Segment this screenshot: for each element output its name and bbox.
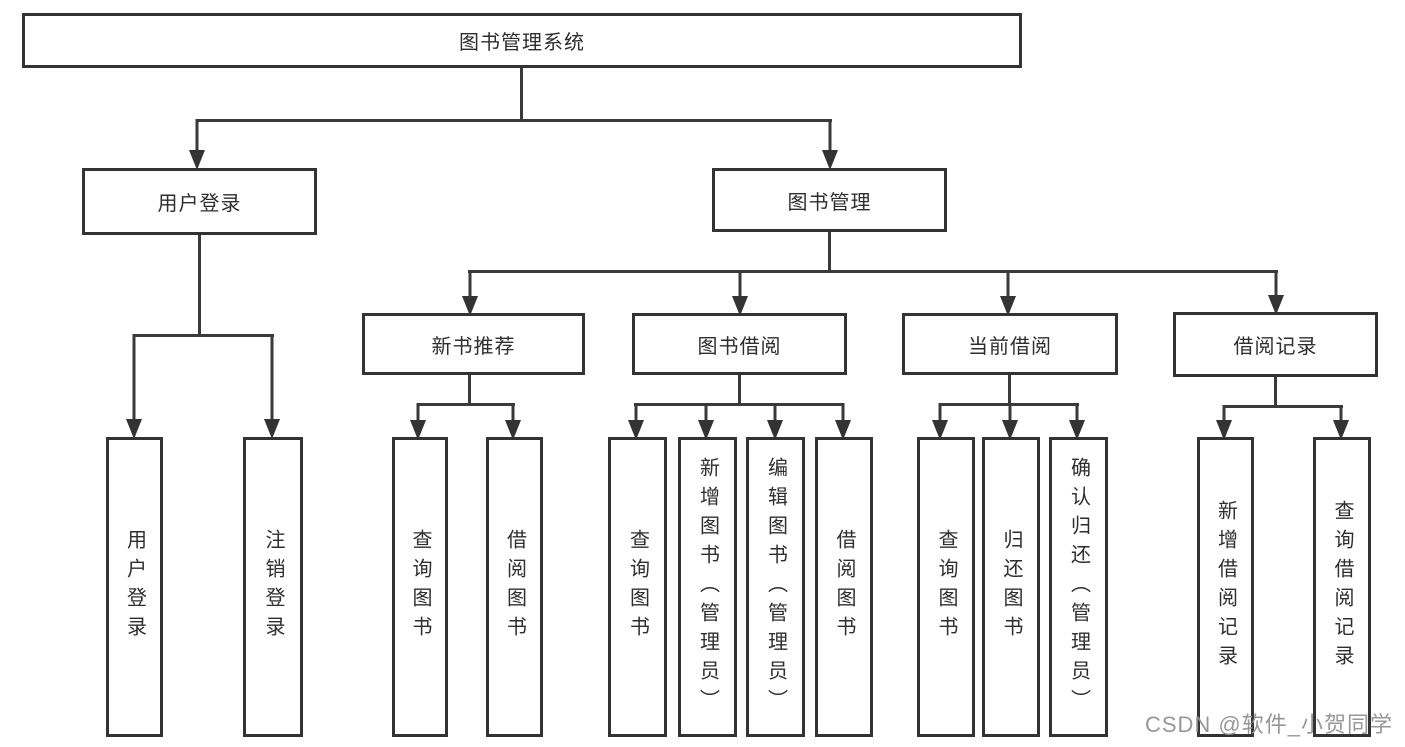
node-label: 新书推荐	[431, 335, 516, 358]
leaf-label: 归还图书	[1000, 529, 1022, 645]
node-book-borrowing: 图书借阅	[632, 313, 847, 375]
node-label: 图书借阅	[697, 335, 782, 358]
leaf-confirm-return-admin: 确认归还（管理员）	[1049, 437, 1108, 737]
connector-records-rail	[1223, 405, 1343, 408]
leaf-label: 借阅图书	[833, 529, 855, 645]
leaf-label: 查询图书	[409, 529, 431, 645]
leaf-label: 新增借阅记录	[1214, 500, 1237, 674]
node-new-book-recommendation: 新书推荐	[362, 313, 585, 375]
arrow-to-leaf-return-books	[1002, 403, 1018, 440]
leaf-label: 用户登录	[123, 529, 146, 645]
node-label: 用户登录	[157, 193, 242, 215]
connector-borrowing-rail	[634, 403, 844, 406]
node-current-borrowing: 当前借阅	[902, 313, 1118, 375]
connector-login-stem	[198, 235, 201, 336]
leaf-label: 借阅图书	[503, 529, 526, 645]
leaf-label: 编辑图书（管理员）	[764, 456, 787, 718]
arrow-to-leaf-query-books-recommend	[410, 403, 426, 440]
leaf-edit-books-admin: 编辑图书（管理员）	[746, 437, 805, 737]
arrow-to-book-management	[822, 119, 838, 170]
connector-current-stem	[1008, 375, 1011, 406]
leaf-add-books-admin: 新增图书（管理员）	[678, 437, 737, 737]
arrow-to-leaf-query-borrow-record	[1333, 405, 1349, 440]
leaf-label: 新增图书（管理员）	[696, 456, 719, 718]
leaf-label: 查询借阅记录	[1331, 500, 1353, 674]
csdn-watermark: CSDN @软件_小贺同学	[1144, 712, 1393, 737]
node-book-management: 图书管理	[712, 168, 947, 232]
connector-root-rail	[196, 119, 832, 122]
arrow-to-leaf-query-books-borrowing	[628, 403, 644, 440]
arrow-to-leaf-borrow-books-recommend	[505, 403, 521, 440]
node-label: 图书管理	[787, 191, 872, 214]
arrow-to-leaf-borrow-books-borrowing	[835, 403, 851, 440]
leaf-label: 查询图书	[935, 529, 957, 645]
arrow-to-leaf-confirm-return	[1069, 403, 1085, 440]
leaf-query-books-borrowing: 查询图书	[608, 437, 667, 737]
leaf-query-books-current: 查询图书	[917, 437, 975, 737]
arrow-to-leaf-edit-books	[767, 403, 783, 440]
connector-borrowing-stem	[738, 375, 741, 406]
node-library-management-system: 图书管理系统	[22, 13, 1022, 68]
leaf-label: 确认归还（管理员）	[1067, 456, 1090, 718]
node-label: 借阅记录	[1233, 336, 1318, 358]
arrow-to-user-login	[189, 119, 205, 170]
leaf-query-books-recommend: 查询图书	[392, 437, 448, 737]
connector-management-stem	[828, 232, 831, 273]
node-label: 当前借阅	[968, 335, 1052, 358]
arrow-to-leaf-add-borrow-record	[1216, 405, 1232, 440]
node-user-login: 用户登录	[82, 168, 317, 235]
leaf-label: 注销登录	[262, 529, 284, 645]
arrow-to-new-book-recommendation	[462, 270, 478, 316]
connector-management-rail	[468, 270, 1278, 273]
arrow-to-leaf-add-books	[698, 403, 714, 440]
arrow-to-leaf-logout	[264, 334, 280, 439]
arrow-to-borrowing-records	[1268, 270, 1284, 315]
arrow-to-leaf-user-login	[126, 334, 142, 439]
leaf-label: 查询图书	[626, 529, 649, 645]
leaf-logout: 注销登录	[243, 437, 303, 737]
node-label: 图书管理系统	[459, 32, 585, 54]
connector-login-rail	[133, 334, 274, 337]
arrow-to-current-borrowing	[1000, 270, 1016, 316]
leaf-add-borrow-record: 新增借阅记录	[1197, 437, 1254, 737]
connector-recommend-stem	[468, 375, 471, 406]
arrow-to-book-borrowing	[732, 270, 748, 316]
connector-root-stem	[520, 68, 523, 121]
arrow-to-leaf-query-books-current	[932, 403, 948, 440]
leaf-borrow-books-recommend: 借阅图书	[486, 437, 543, 737]
leaf-borrow-books-borrowing: 借阅图书	[815, 437, 873, 737]
node-borrowing-records: 借阅记录	[1173, 312, 1378, 377]
leaf-user-login: 用户登录	[106, 437, 163, 737]
connector-records-stem	[1274, 377, 1277, 408]
leaf-query-borrow-record: 查询借阅记录	[1313, 437, 1371, 737]
connector-recommend-rail	[417, 403, 515, 406]
leaf-return-books: 归还图书	[982, 437, 1040, 737]
